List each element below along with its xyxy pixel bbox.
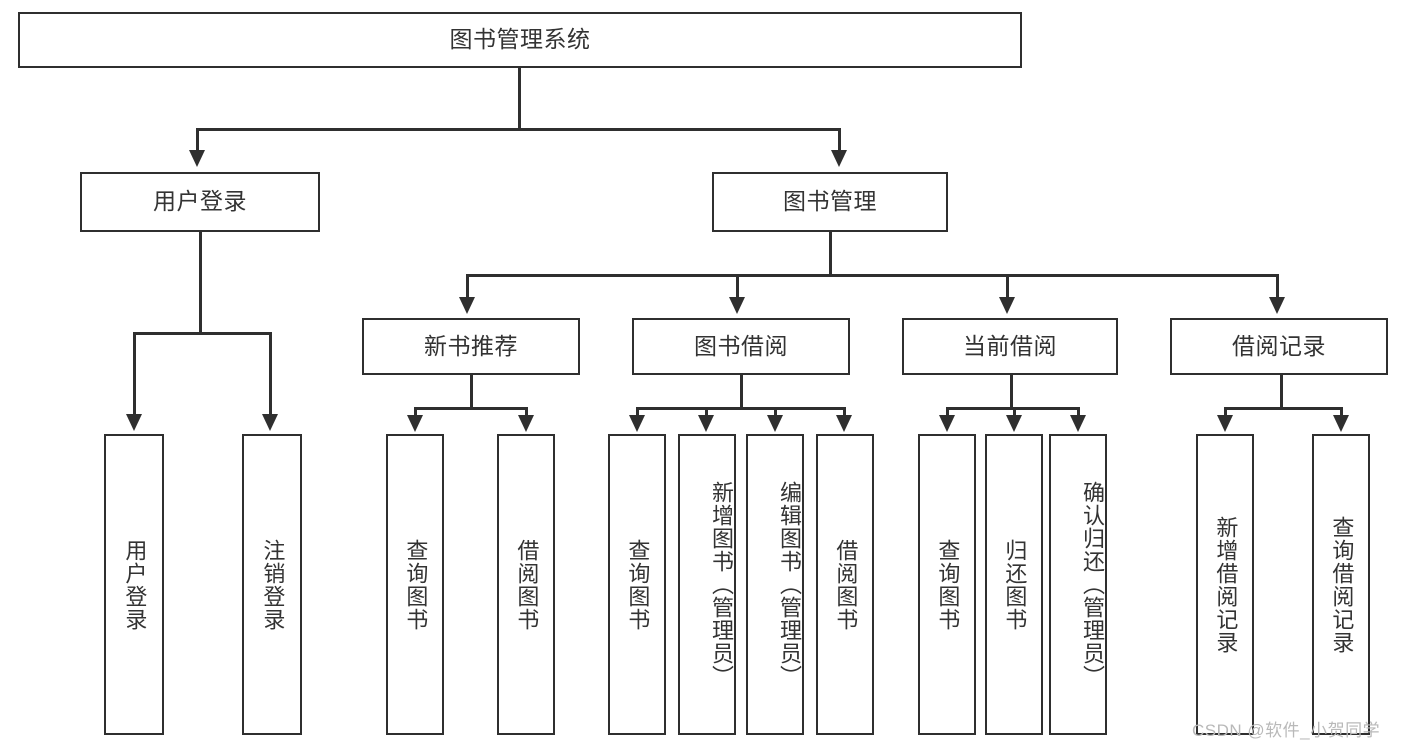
leaf-book-borrow-4[interactable]: 借阅图书 [816, 434, 874, 735]
leaf-borrow-record-1[interactable]: 新增借阅记录 [1196, 434, 1254, 735]
connector-user-login-bar [133, 332, 271, 335]
watermark-text: CSDN @软件_小贺同学 [1192, 721, 1381, 740]
node-label: 用户登录 [153, 188, 247, 215]
node-label: 借阅记录 [1232, 332, 1326, 359]
connector-to-current-borrow [1006, 274, 1009, 299]
node-borrow-record[interactable]: 借阅记录 [1170, 318, 1388, 375]
node-label: 图书管理系统 [449, 26, 591, 53]
node-label: 编辑图书（管理员） [777, 481, 802, 688]
connector-root-to-book-mgmt [838, 128, 841, 152]
connector-book-mgmt-bar [466, 274, 1278, 277]
node-label: 借阅图书 [514, 538, 540, 631]
connector-borrow-record-leaf-2 [1340, 407, 1343, 417]
arrow-down-icon [831, 150, 847, 167]
leaf-current-borrow-2[interactable]: 归还图书 [985, 434, 1043, 735]
node-label: 查询图书 [935, 538, 961, 631]
node-label: 当前借阅 [963, 332, 1057, 359]
connector-to-borrow-record [1276, 274, 1279, 299]
leaf-book-borrow-2[interactable]: 新增图书（管理员） [678, 434, 736, 735]
node-label: 查询图书 [625, 538, 651, 631]
connector-new-book-leaf-1 [414, 407, 417, 417]
connector-book-borrow-bar [636, 407, 846, 410]
connector-borrow-record-stem [1280, 375, 1283, 409]
connector-new-book-bar [414, 407, 528, 410]
connector-book-borrow-leaf-1 [636, 407, 639, 417]
connector-borrow-record-bar [1224, 407, 1343, 410]
connector-borrow-record-leaf-1 [1224, 407, 1227, 417]
arrow-down-icon [836, 415, 852, 432]
node-label: 查询图书 [403, 538, 429, 631]
node-label: 归还图书 [1002, 538, 1028, 631]
node-label: 借阅图书 [833, 538, 859, 631]
connector-root-stem [518, 68, 521, 130]
connector-book-borrow-leaf-4 [843, 407, 846, 417]
node-book-borrow[interactable]: 图书借阅 [632, 318, 850, 375]
arrow-down-icon [629, 415, 645, 432]
node-label: 新书推荐 [424, 332, 518, 359]
arrow-down-icon [999, 297, 1015, 314]
connector-user-login-leaf-2 [269, 332, 272, 416]
arrow-down-icon [767, 415, 783, 432]
connector-to-new-book [466, 274, 469, 299]
connector-book-borrow-leaf-3 [774, 407, 777, 417]
connector-current-borrow-leaf-1 [946, 407, 949, 417]
arrow-down-icon [698, 415, 714, 432]
connector-user-login-stem [199, 232, 202, 334]
leaf-new-book-1[interactable]: 查询图书 [386, 434, 444, 735]
leaf-borrow-record-2[interactable]: 查询借阅记录 [1312, 434, 1370, 735]
leaf-book-borrow-1[interactable]: 查询图书 [608, 434, 666, 735]
connector-root-bar [196, 128, 840, 131]
arrow-down-icon [939, 415, 955, 432]
node-book-management[interactable]: 图书管理 [712, 172, 948, 232]
connector-current-borrow-leaf-2 [1013, 407, 1016, 417]
node-label: 确认归还（管理员） [1080, 481, 1105, 688]
connector-current-borrow-bar [946, 407, 1078, 410]
connector-book-borrow-stem [740, 375, 743, 409]
node-label: 用户登录 [122, 538, 148, 631]
arrow-down-icon [1217, 415, 1233, 432]
leaf-new-book-2[interactable]: 借阅图书 [497, 434, 555, 735]
node-new-book-recommend[interactable]: 新书推荐 [362, 318, 580, 375]
leaf-current-borrow-3[interactable]: 确认归还（管理员） [1049, 434, 1107, 735]
connector-current-borrow-leaf-3 [1077, 407, 1080, 417]
node-user-login[interactable]: 用户登录 [80, 172, 320, 232]
arrow-down-icon [262, 414, 278, 431]
node-label: 注销登录 [260, 538, 286, 631]
connector-user-login-leaf-1 [133, 332, 136, 416]
leaf-user-login-2[interactable]: 注销登录 [242, 434, 302, 735]
arrow-down-icon [729, 297, 745, 314]
connector-root-to-user-login [196, 128, 199, 152]
arrow-down-icon [459, 297, 475, 314]
node-label: 图书借阅 [694, 332, 788, 359]
arrow-down-icon [126, 414, 142, 431]
connector-book-borrow-leaf-2 [705, 407, 708, 417]
leaf-user-login-1[interactable]: 用户登录 [104, 434, 164, 735]
arrow-down-icon [1333, 415, 1349, 432]
node-label: 新增借阅记录 [1213, 515, 1239, 654]
connector-new-book-stem [470, 375, 473, 409]
arrow-down-icon [189, 150, 205, 167]
node-root-图书管理系统[interactable]: 图书管理系统 [18, 12, 1022, 68]
node-label: 新增图书（管理员） [709, 481, 734, 688]
arrow-down-icon [1006, 415, 1022, 432]
arrow-down-icon [1070, 415, 1086, 432]
node-current-borrow[interactable]: 当前借阅 [902, 318, 1118, 375]
node-label: 查询借阅记录 [1329, 515, 1355, 654]
arrow-down-icon [518, 415, 534, 432]
connector-to-book-borrow [736, 274, 739, 299]
connector-new-book-leaf-2 [525, 407, 528, 417]
leaf-current-borrow-1[interactable]: 查询图书 [918, 434, 976, 735]
arrow-down-icon [407, 415, 423, 432]
leaf-book-borrow-3[interactable]: 编辑图书（管理员） [746, 434, 804, 735]
connector-current-borrow-stem [1010, 375, 1013, 409]
node-label: 图书管理 [783, 188, 877, 215]
arrow-down-icon [1269, 297, 1285, 314]
connector-book-mgmt-stem [829, 232, 832, 276]
